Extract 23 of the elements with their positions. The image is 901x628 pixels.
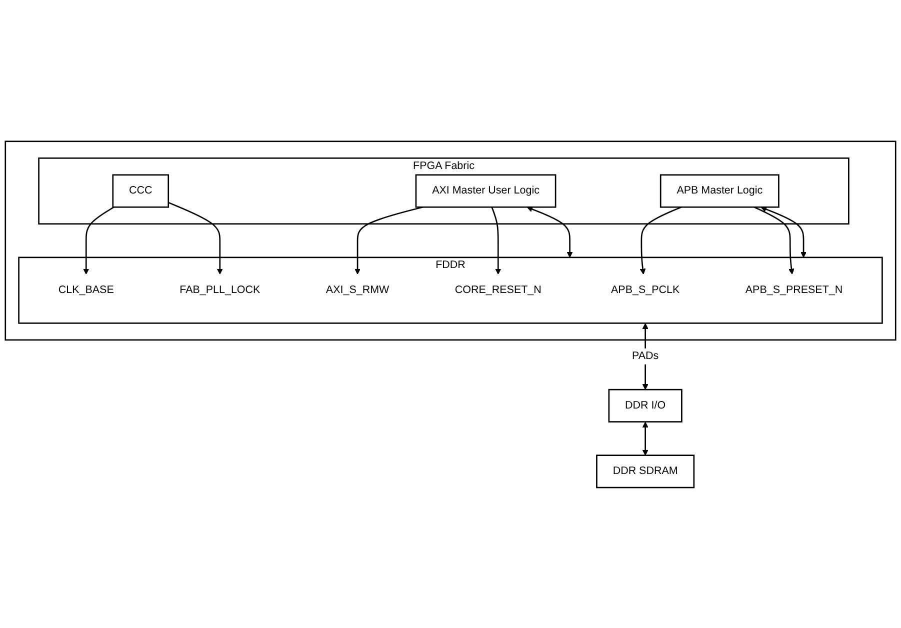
node-text: CORE_RESET_N [454,284,542,296]
node-box [596,454,695,488]
arrow [83,206,114,274]
node-box [112,174,170,208]
arrow [640,206,682,274]
arrow [491,206,502,274]
node-text: AXI_S_RMW [326,284,390,296]
cluster [18,256,883,324]
arrow [526,206,573,258]
node-text: APB_S_PRESET_N [745,284,843,296]
node-text: CLK_BASE [58,284,114,296]
arrow [168,201,223,274]
node-box [608,388,682,422]
arrow [760,206,806,258]
node-box [660,174,780,208]
node-text: APB_S_PCLK [611,284,680,296]
cluster [4,140,896,340]
node-text: FAB_PLL_LOCK [180,284,260,296]
cluster [38,157,850,224]
node-box [415,174,556,208]
arrow [354,206,424,274]
arrow [754,206,794,274]
arrow [642,421,648,456]
